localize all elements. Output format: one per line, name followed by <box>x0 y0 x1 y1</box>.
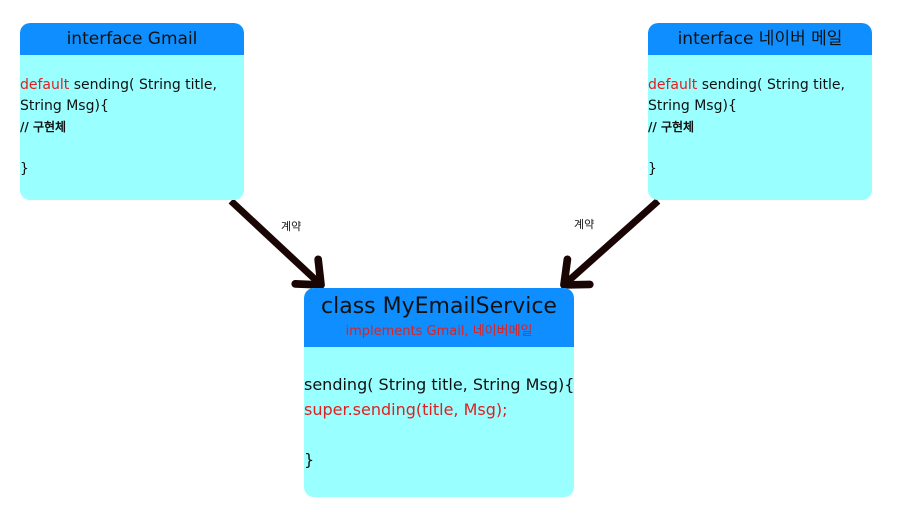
class-method-signature: sending( String title, String Msg){ <box>304 375 574 394</box>
interface-gmail-body: default sending( String title, String Ms… <box>20 55 244 180</box>
method-signature-line1: default sending( String title, <box>648 75 872 96</box>
method-comment: // 구현체 <box>20 120 67 134</box>
blank-line <box>20 138 244 159</box>
method-signature-text: sending( String title, <box>697 77 845 93</box>
method-signature-text: sending( String title, <box>69 77 217 93</box>
class-title: class MyEmailService <box>321 294 557 319</box>
class-implements: implements Gmail, 네이버메일 <box>345 324 533 339</box>
method-signature-line2: String Msg){ <box>20 98 109 114</box>
class-body: sending( String title, String Msg){ supe… <box>304 347 574 472</box>
method-close-brace: } <box>20 161 29 177</box>
interface-naver-title: interface 네이버 메일 <box>648 23 872 55</box>
interface-naver-box: interface 네이버 메일 default sending( String… <box>648 23 872 200</box>
default-keyword: default <box>20 77 70 93</box>
interface-gmail-title: interface Gmail <box>20 23 244 55</box>
blank-line <box>648 138 872 159</box>
blank-line <box>304 422 574 447</box>
method-signature-line2: String Msg){ <box>648 98 737 114</box>
class-myemailservice-box: class MyEmailService implements Gmail, 네… <box>304 288 574 497</box>
super-call: super.sending(title, Msg); <box>304 400 508 419</box>
arrow-naver-to-class <box>560 198 661 289</box>
method-comment: // 구현체 <box>648 120 695 134</box>
arrow-gmail-to-class <box>228 198 325 289</box>
method-close-brace: } <box>648 161 657 177</box>
edge-label-gmail: 계약 <box>281 220 302 233</box>
method-signature-line1: default sending( String title, <box>20 75 244 96</box>
default-keyword: default <box>648 77 698 93</box>
interface-naver-body: default sending( String title, String Ms… <box>648 55 872 180</box>
class-close-brace: } <box>304 450 315 469</box>
edge-label-naver: 계약 <box>574 218 595 231</box>
class-header: class MyEmailService implements Gmail, 네… <box>304 288 574 347</box>
interface-gmail-box: interface Gmail default sending( String … <box>20 23 244 200</box>
